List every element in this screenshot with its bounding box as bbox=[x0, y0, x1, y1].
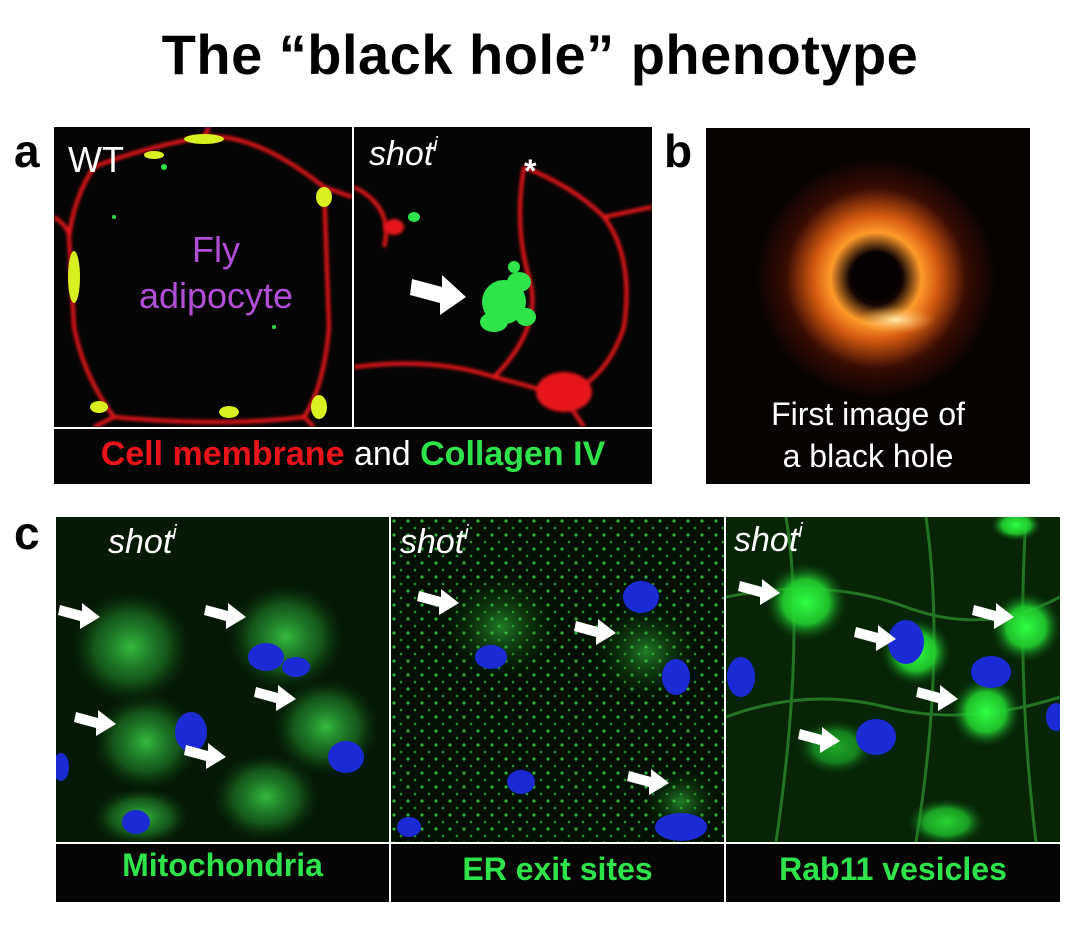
caption-collagen: Collagen IV bbox=[420, 435, 606, 473]
mitochondria-shot-label: shoti bbox=[108, 521, 177, 561]
er-shot-label: shoti bbox=[400, 521, 469, 561]
wt-label: WT bbox=[68, 139, 124, 180]
panel-label-c: c bbox=[14, 507, 40, 559]
shot-label: shoti bbox=[369, 133, 438, 173]
panel-c-caption-divider bbox=[56, 842, 1060, 844]
panel-a-caption-divider bbox=[54, 427, 652, 429]
arrow-icon bbox=[738, 579, 780, 605]
adipocyte-label-line2: adipocyte bbox=[138, 275, 294, 316]
caption-and: and bbox=[353, 435, 411, 473]
arrow-icon bbox=[204, 603, 246, 629]
panel-a-caption: Cell membrane and Collagen IV bbox=[54, 435, 652, 474]
adipocyte-label-line1: Fly bbox=[192, 229, 240, 270]
panel-label-a: a bbox=[14, 125, 40, 177]
arrow-icon bbox=[798, 727, 840, 753]
panel-c: shoti bbox=[56, 517, 1060, 902]
arrow-icon bbox=[417, 589, 459, 615]
mitochondria-micrograph bbox=[56, 517, 389, 842]
arrow-icon bbox=[74, 710, 116, 736]
arrow-icon bbox=[184, 743, 226, 769]
arrow-icon bbox=[410, 275, 466, 315]
panel-a-divider bbox=[352, 127, 354, 427]
rab11-shot-label: shoti bbox=[734, 519, 803, 559]
panel-label-b: b bbox=[664, 125, 693, 177]
black-hole-caption-line2: a black hole bbox=[782, 438, 954, 474]
arrow-icon bbox=[254, 685, 296, 711]
caption-cell-membrane: Cell membrane bbox=[100, 435, 345, 473]
arrow-icon bbox=[854, 625, 896, 651]
panel-c-divider-1 bbox=[389, 517, 391, 902]
caption-rab11-vesicles: Rab11 vesicles bbox=[779, 851, 1007, 887]
shot-micrograph bbox=[354, 127, 652, 427]
rab11-vesicles-micrograph bbox=[726, 517, 1060, 842]
caption-mitochondria: Mitochondria bbox=[122, 847, 323, 883]
panel-a: WT Fly adipocyte bbox=[54, 127, 652, 484]
panel-c-divider-2 bbox=[724, 517, 726, 902]
arrow-icon bbox=[574, 619, 616, 645]
arrow-icon bbox=[972, 603, 1014, 629]
arrow-icon bbox=[627, 769, 669, 795]
wt-micrograph bbox=[54, 127, 352, 427]
asterisk-marker: * bbox=[524, 153, 537, 189]
figure-title: The “black hole” phenotype bbox=[161, 23, 919, 86]
black-hole-caption-line1: First image of bbox=[771, 396, 965, 432]
black-hole-image bbox=[756, 158, 996, 398]
arrow-icon bbox=[58, 603, 100, 629]
black-hole-caption: First image of a black hole bbox=[706, 393, 1030, 477]
er-exit-sites-micrograph bbox=[391, 517, 724, 842]
panel-b: First image of a black hole bbox=[706, 128, 1030, 484]
adipocyte-label: Fly adipocyte bbox=[106, 227, 326, 319]
caption-er-exit-sites: ER exit sites bbox=[462, 851, 653, 887]
arrow-icon bbox=[916, 685, 958, 711]
